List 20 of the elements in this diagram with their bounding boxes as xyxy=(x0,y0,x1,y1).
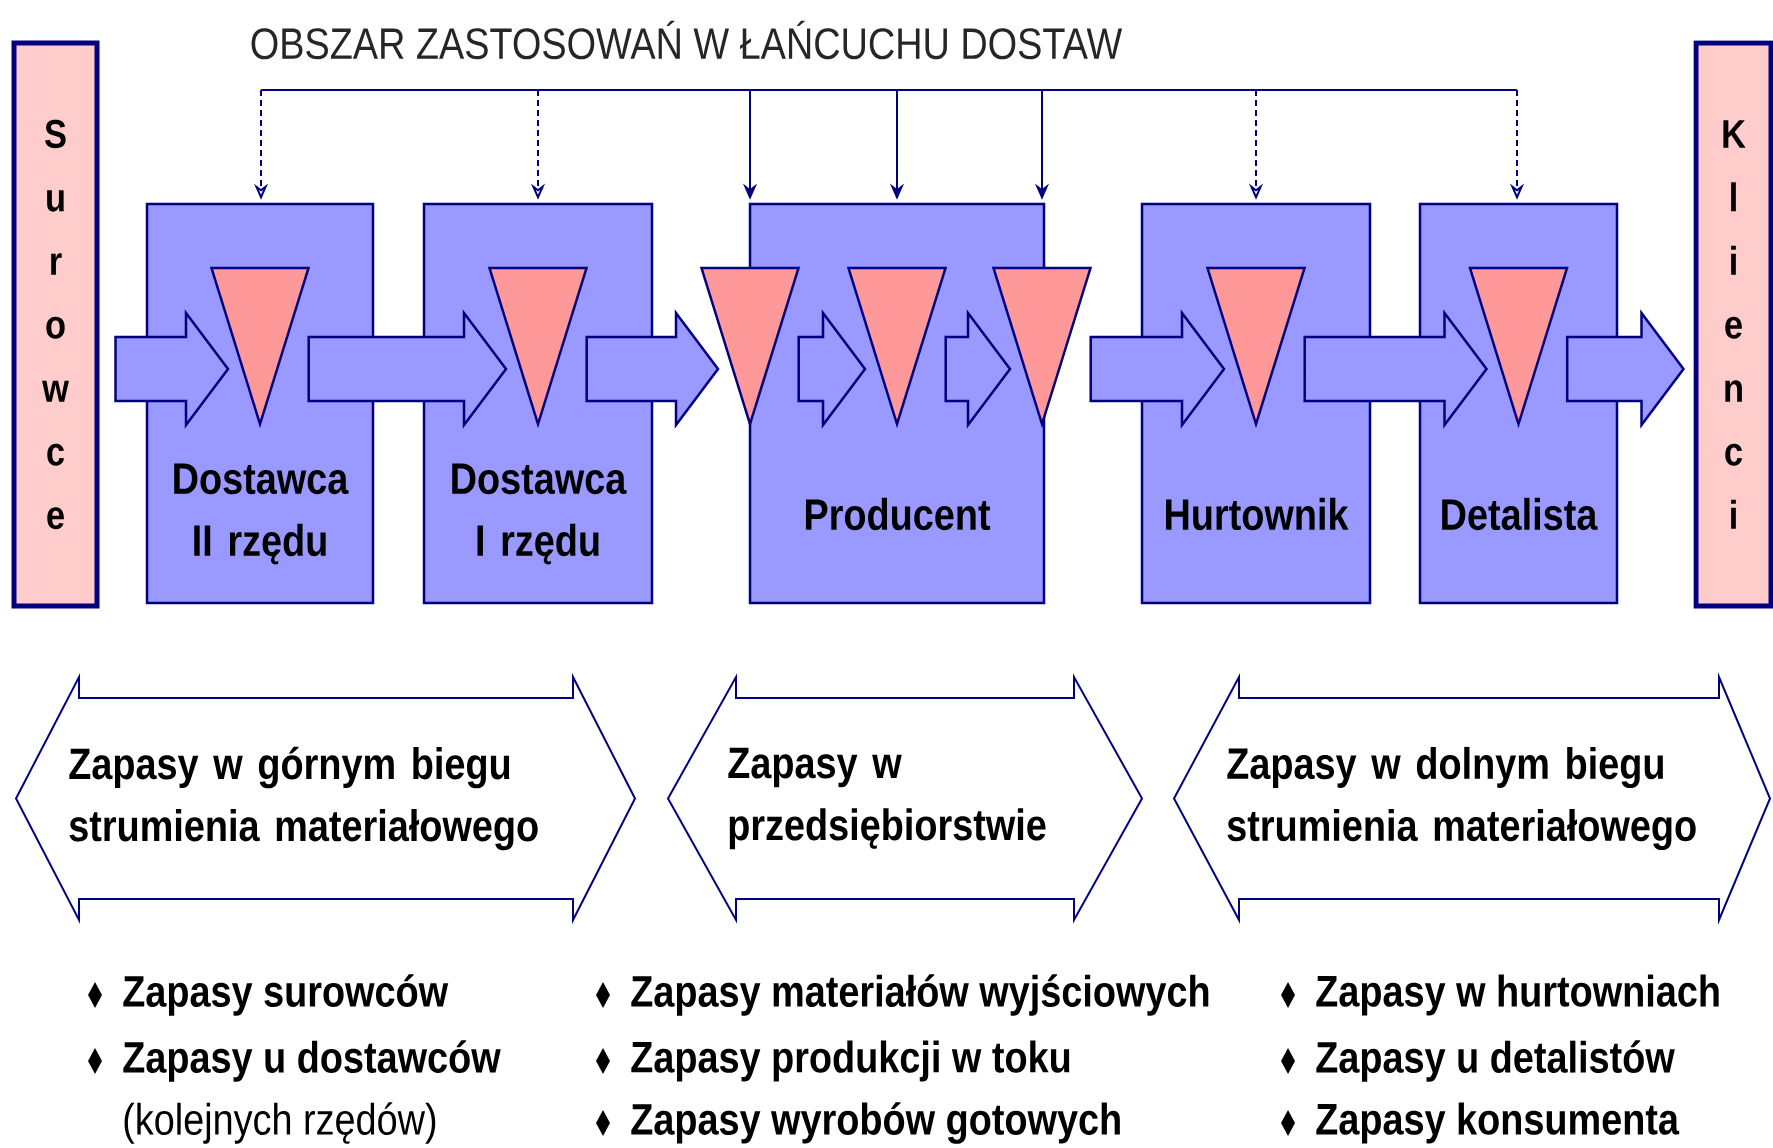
side-box: Klienci xyxy=(1693,40,1773,609)
block-arrow xyxy=(944,309,1012,429)
list-item: Zapasy konsumenta xyxy=(1316,1102,1680,1144)
block-arrow xyxy=(1303,309,1489,429)
block-arrow xyxy=(1565,309,1686,429)
title: OBSZAR ZASTOSOWAŃ W ŁAŃCUCHU DOSTAW xyxy=(251,20,1123,60)
list-item: Zapasy w hurtowniach xyxy=(1316,974,1719,1016)
side-box: Surowce xyxy=(11,40,100,609)
list-item: Zapasy wyrobów gotowych xyxy=(631,1102,1120,1144)
block-arrow xyxy=(797,309,867,429)
list-item: Zapasy surowców xyxy=(123,974,449,1016)
list-item: (kolejnych rzędów) xyxy=(124,1102,436,1144)
list-item: Zapasy u dostawców xyxy=(123,1040,501,1082)
block-arrow xyxy=(585,309,720,429)
block-arrow xyxy=(1089,309,1226,429)
list-item: Zapasy u detalistów xyxy=(1316,1040,1675,1082)
block-arrow xyxy=(307,309,508,429)
block-arrow xyxy=(114,309,230,429)
list-item: Zapasy materiałów wyjściowych xyxy=(631,974,1209,1016)
list-item: Zapasy produkcji w toku xyxy=(631,1040,1070,1082)
